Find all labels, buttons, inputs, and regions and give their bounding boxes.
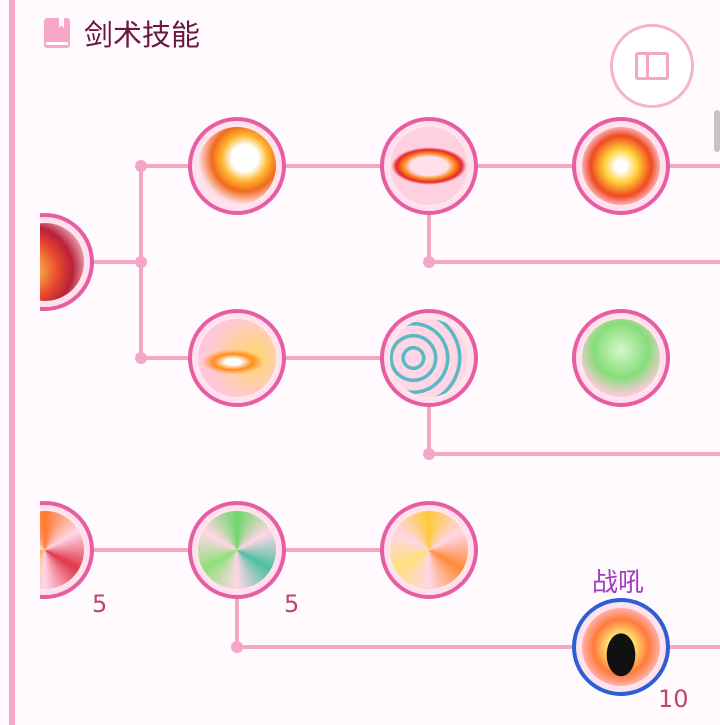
panel-header: 剑术技能 [44,12,200,54]
connector-node [135,160,147,172]
warcry-icon [582,608,660,686]
connector-node [135,256,147,268]
sword-burst-icon [582,127,660,205]
panel-border [9,0,15,725]
slash-flame-icon [40,223,84,301]
skill-node-r2c3[interactable] [572,309,670,407]
wind-sword-icon [582,319,660,397]
skill-name: 战吼 [592,568,645,598]
wind-wave-icon [390,319,468,397]
sword-gold-rays-icon [390,511,468,589]
skill-node-r1c1[interactable] [188,117,286,215]
scrollbar[interactable] [714,110,720,152]
sidebar-toggle-icon [635,52,669,80]
connector-node [231,641,243,653]
sword-green-rays-icon [198,511,276,589]
connector [429,452,720,456]
skill-node-r3c2[interactable] [380,501,478,599]
connector-node [423,256,435,268]
skill-node-r1c3[interactable] [572,117,670,215]
skill-node-r2c2[interactable] [380,309,478,407]
crescent-slash-icon [198,127,276,205]
skill-node-r3c0[interactable] [40,501,94,599]
skill-level: 5 [92,590,108,618]
fire-ring-icon [390,127,468,205]
page-title: 剑术技能 [84,18,201,52]
skill-node-warcry[interactable] [572,598,670,696]
connector [141,356,441,360]
skill-node-r2c1[interactable] [188,309,286,407]
skill-tree-canvas[interactable]: 5 5 战吼 10 [40,0,720,725]
skill-level: 5 [284,590,300,618]
fire-dash-icon [198,319,276,397]
connector-node [423,448,435,460]
skill-node-r3c1[interactable] [188,501,286,599]
connector [237,645,720,649]
connector [429,260,720,264]
book-icon [44,18,70,48]
sidebar-toggle-button[interactable] [610,24,694,108]
connector-node [135,352,147,364]
skill-level: 10 [658,685,689,713]
skill-node-r1c2[interactable] [380,117,478,215]
sword-rays-icon [40,511,84,589]
skill-node-root[interactable] [40,213,94,311]
